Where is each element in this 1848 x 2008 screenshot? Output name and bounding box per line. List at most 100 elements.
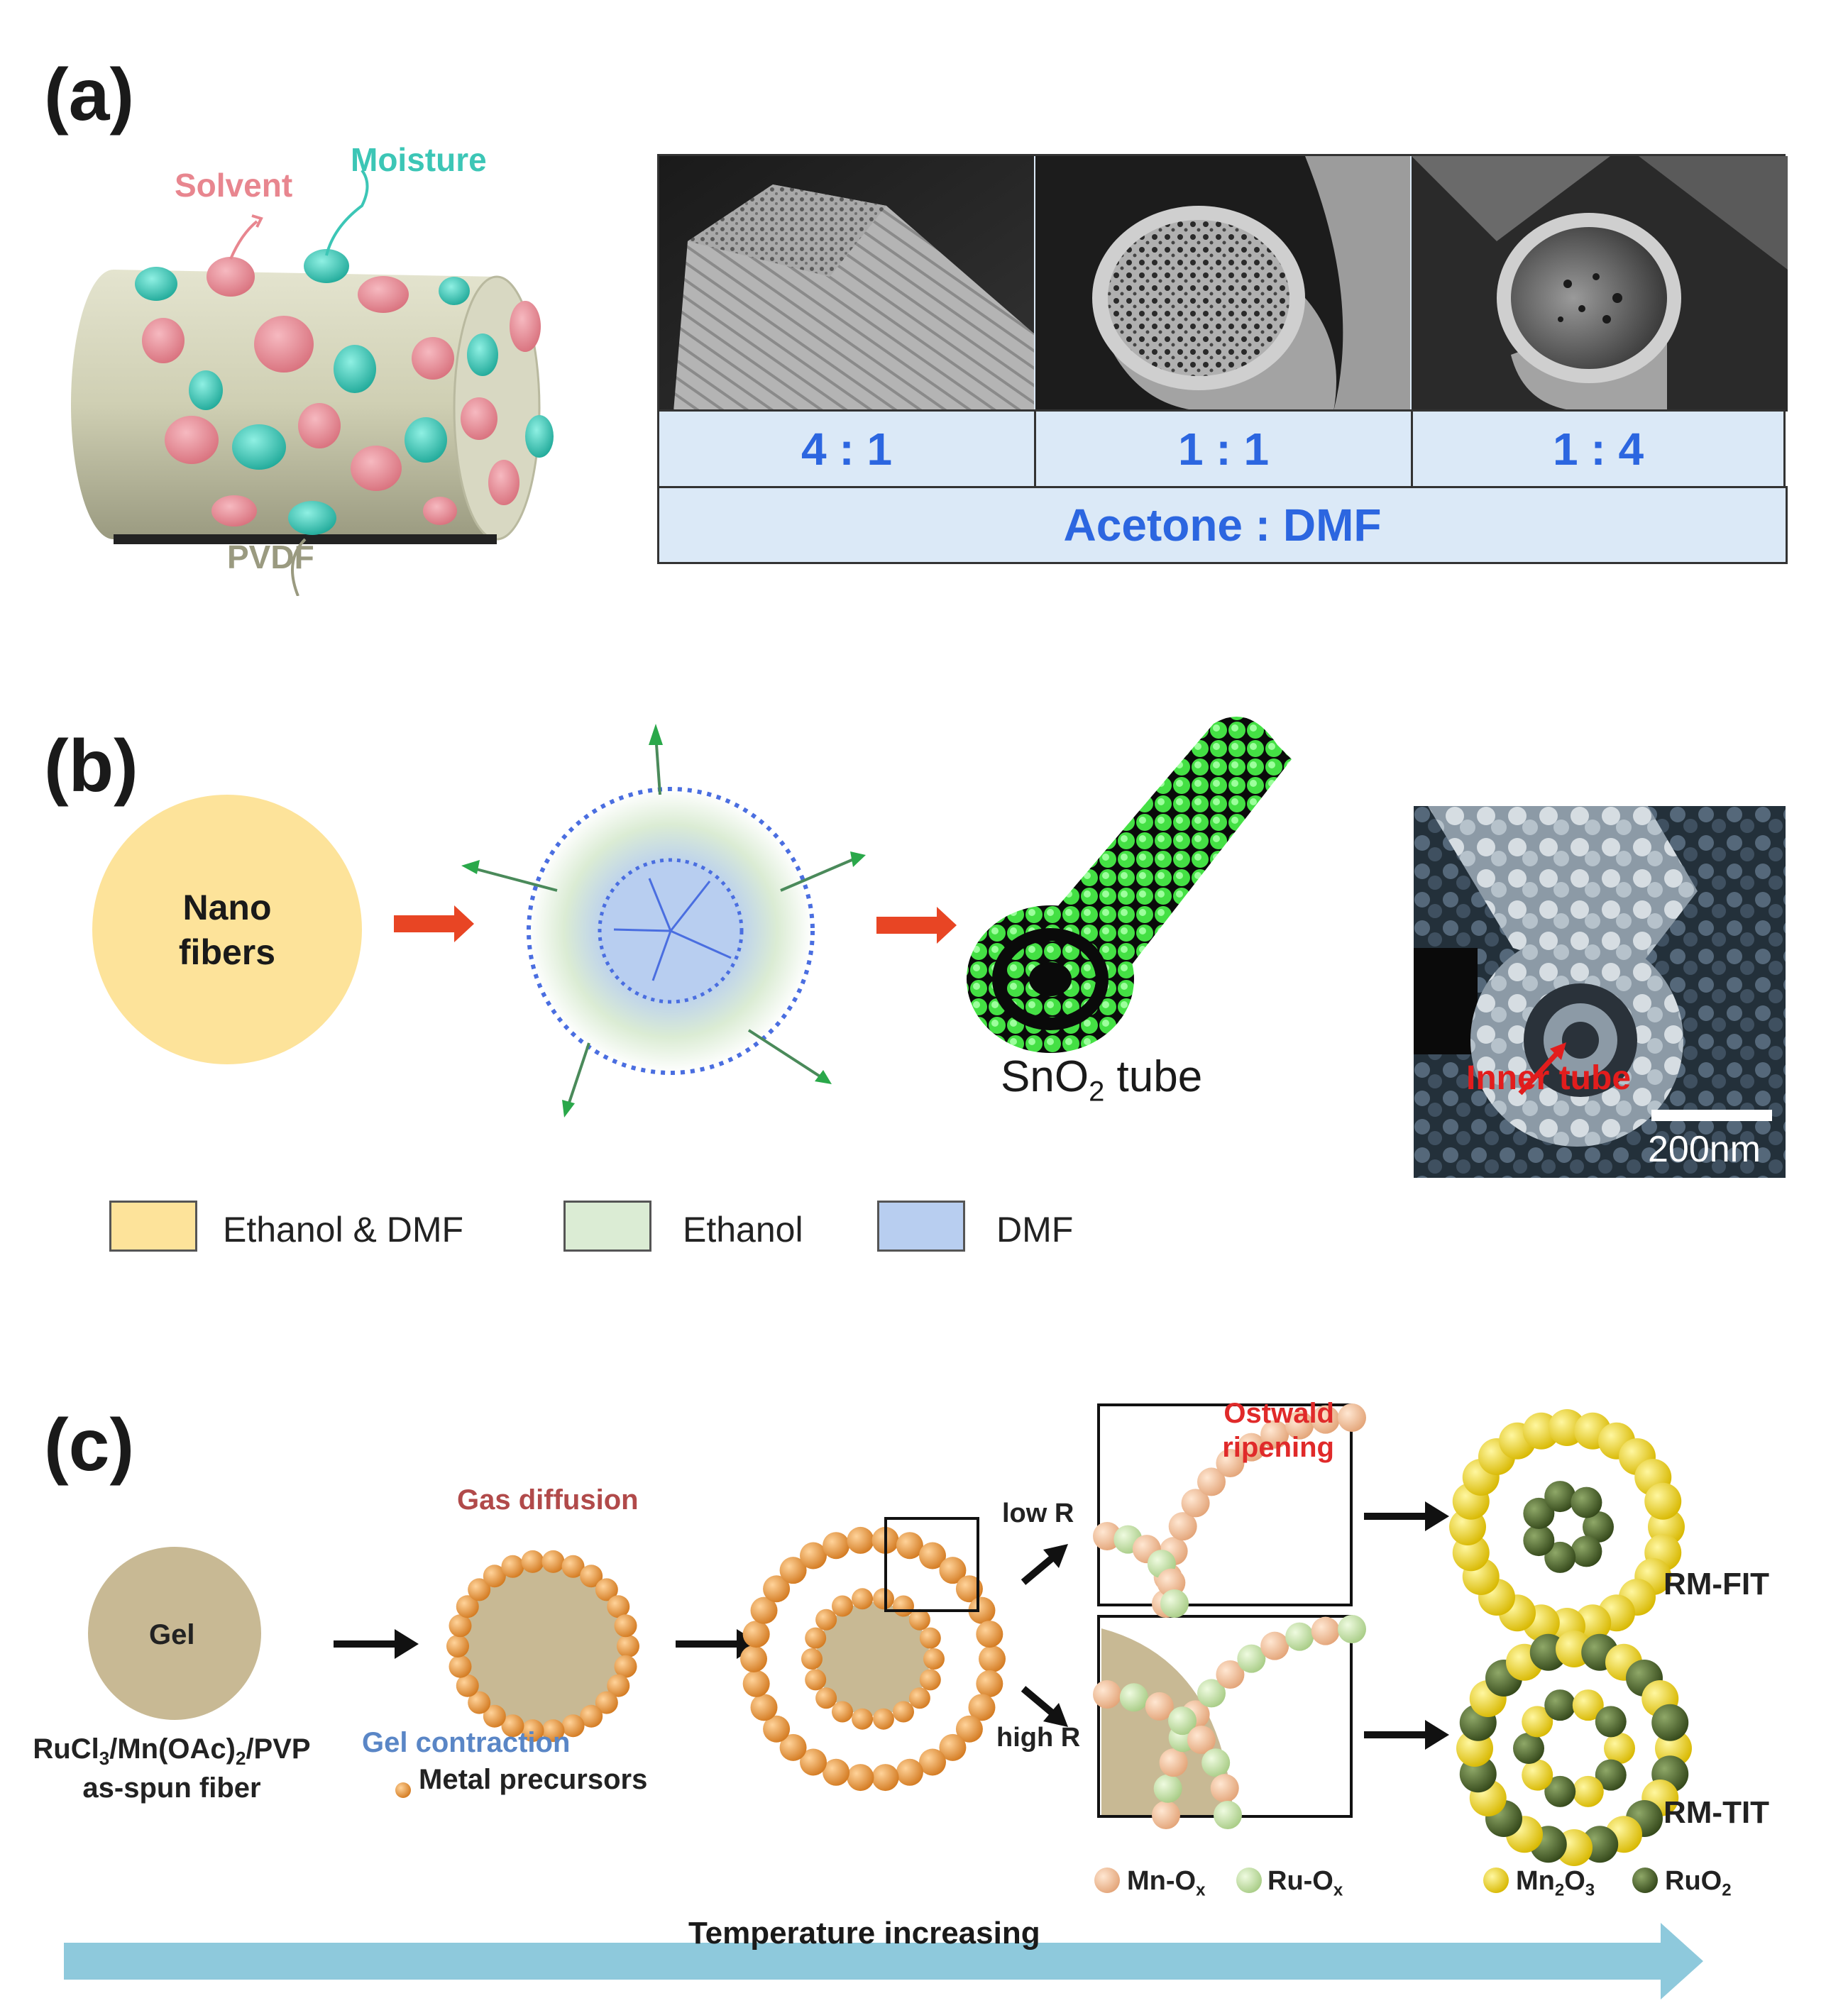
acetone-dmf-caption: Acetone : DMF (657, 486, 1788, 564)
sphere (607, 1674, 630, 1697)
solvent-evaporation-diagram (92, 724, 957, 1118)
panel-b-label: (b) (44, 725, 138, 807)
sphere (801, 1648, 823, 1670)
pvdf-fiber-diagram (71, 169, 554, 596)
rm-fit-label: RM-FIT (1663, 1567, 1770, 1601)
sphere (805, 1669, 827, 1691)
sphere (823, 1532, 850, 1560)
sphere (1583, 1511, 1614, 1543)
sphere (742, 1621, 770, 1648)
legend-swatch-dmf (877, 1201, 965, 1252)
sphere (1093, 1522, 1121, 1550)
moisture-dots (135, 249, 554, 535)
sem-image-strip: 4 : 1 1 : 1 1 : 4 Acetone : DMF (657, 154, 1788, 564)
sphere (1572, 1689, 1604, 1721)
sphere (501, 1555, 524, 1578)
legend-swatch-ethanol (563, 1201, 651, 1252)
sphere (893, 1701, 914, 1723)
high-r-label: high R (996, 1723, 1081, 1753)
sphere (1285, 1411, 1314, 1440)
sphere (1285, 1622, 1314, 1651)
sphere (449, 1614, 472, 1638)
sphere (832, 1701, 853, 1723)
sphere (1595, 1759, 1627, 1791)
rm-tit-label: RM-TIT (1663, 1795, 1770, 1830)
sphere (614, 1614, 637, 1638)
sphere (800, 1542, 827, 1570)
sphere (908, 1687, 930, 1709)
sphere (1260, 1631, 1289, 1660)
sphere (614, 1655, 637, 1678)
panel-c-label: (c) (44, 1404, 135, 1486)
sphere (779, 1557, 807, 1584)
sphere (968, 1694, 996, 1721)
sphere (1201, 1748, 1231, 1777)
sphere (872, 1708, 894, 1730)
sphere (607, 1595, 630, 1618)
sphere (823, 1758, 850, 1786)
sphere (750, 1596, 778, 1624)
sphere (1523, 1497, 1555, 1529)
metal-precursors-label: Metal precursors (419, 1764, 648, 1795)
rm-fiber-evolution-diagram (64, 1403, 1703, 1999)
sphere (847, 1526, 874, 1554)
gel-label: Gel (149, 1619, 195, 1650)
sphere (852, 1588, 874, 1610)
ratio-cell-1-4: 1 : 4 (1411, 409, 1786, 488)
stage2-precursor-ring (446, 1550, 639, 1743)
sphere (815, 1687, 837, 1709)
sphere (1214, 1801, 1242, 1829)
ru-ox-legend: Ru-Ox (1267, 1866, 1343, 1900)
sphere (919, 1748, 946, 1776)
sphere (1237, 1433, 1266, 1462)
sphere (923, 1648, 945, 1670)
sphere (456, 1595, 479, 1618)
sphere (779, 1733, 807, 1761)
sphere (1544, 1481, 1576, 1513)
sphere (979, 1645, 1006, 1672)
sphere (815, 1609, 837, 1631)
sphere (521, 1719, 544, 1743)
sphere (872, 1588, 894, 1610)
sphere (483, 1704, 506, 1728)
ruo2-legend: RuO2 (1665, 1866, 1732, 1900)
solvent-label: Solvent (175, 167, 293, 204)
sphere (805, 1627, 827, 1649)
sphere (501, 1714, 524, 1738)
sphere (1595, 1706, 1627, 1738)
sphere (580, 1565, 603, 1588)
sphere (561, 1555, 585, 1578)
sphere (1260, 1420, 1289, 1449)
sphere (955, 1715, 983, 1743)
sphere (1159, 1748, 1188, 1777)
pvdf-label: PVDF (227, 539, 314, 575)
sphere (446, 1635, 469, 1657)
sphere (919, 1627, 941, 1649)
sphere (580, 1704, 603, 1728)
sphere (832, 1595, 853, 1617)
sphere (742, 1670, 770, 1697)
sphere (908, 1609, 930, 1631)
sphere (1544, 1541, 1576, 1573)
sphere (740, 1645, 767, 1672)
sphere (1522, 1759, 1553, 1791)
sphere (1572, 1775, 1604, 1807)
sphere (1093, 1680, 1121, 1709)
sphere (763, 1575, 791, 1603)
sphere (919, 1542, 946, 1570)
sphere (750, 1694, 778, 1721)
ostwald-ripening-label: Ostwald ripening (1222, 1398, 1334, 1463)
sphere (1157, 1568, 1186, 1597)
sphere (521, 1550, 544, 1573)
sphere (871, 1764, 899, 1792)
sphere (595, 1578, 618, 1601)
sphere (852, 1708, 874, 1730)
sphere (1522, 1706, 1553, 1738)
sphere (1187, 1726, 1216, 1755)
as-spun-fiber-label: RuCl3/Mn(OAc)2/PVP as-spun fiber (33, 1733, 311, 1804)
gel-contraction-label: Gel contraction (362, 1727, 571, 1758)
legend-label-ethanol: Ethanol (683, 1210, 803, 1250)
sphere (1197, 1679, 1226, 1708)
sphere (1152, 1801, 1180, 1829)
sphere (1338, 1615, 1366, 1643)
